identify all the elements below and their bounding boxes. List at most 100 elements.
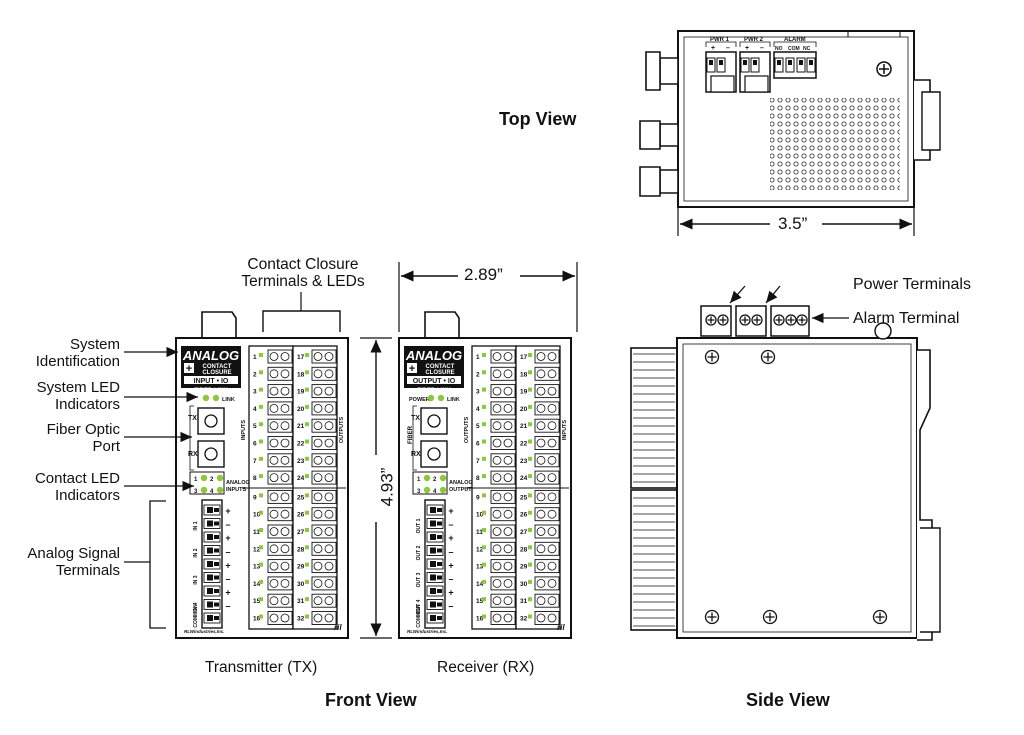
channel-label: OUT 2	[416, 545, 422, 560]
terminal-number: 3	[476, 389, 480, 396]
terminal-opening	[214, 521, 219, 526]
terminal-number: 17	[520, 354, 528, 361]
terminal-led	[528, 439, 532, 444]
terminal-screw-icon	[269, 544, 279, 554]
screw-slot	[707, 612, 717, 622]
link-type: FIBER LINK	[194, 388, 228, 394]
terminal-led	[482, 562, 486, 567]
terminal-led	[482, 456, 486, 461]
badge-plus-icon: +	[186, 363, 192, 375]
terminal-number: 22	[297, 441, 305, 448]
terminal-screw-icon	[536, 473, 546, 483]
terminal-number: 2	[253, 371, 257, 378]
terminal-screw-icon	[269, 421, 279, 431]
terminal-opening	[214, 548, 219, 553]
led-label: LINK	[447, 397, 460, 403]
terminal-screw-icon	[547, 438, 557, 448]
terminal-screw-icon	[313, 403, 323, 413]
terminal-led	[528, 562, 532, 567]
terminal-led	[305, 510, 309, 515]
terminal-number: 20	[520, 406, 528, 413]
terminal-screw	[207, 520, 213, 527]
terminal-screw-icon	[492, 613, 502, 623]
terminal-screw-icon	[313, 455, 323, 465]
top-plug	[710, 75, 735, 93]
power-led	[427, 394, 435, 402]
terminal-number: 30	[297, 581, 305, 588]
screw-slot	[763, 352, 773, 362]
maker-logo: ril	[557, 623, 565, 632]
terminal-screw-icon	[324, 403, 334, 413]
terminal-led	[259, 493, 263, 498]
terminal-number: 28	[520, 546, 528, 553]
terminal-screw-icon	[313, 369, 323, 379]
channel-label: IN 2	[193, 548, 199, 557]
terminal-number: 29	[520, 564, 528, 571]
port-label: TX	[411, 415, 420, 422]
terminal-screw-icon	[536, 455, 546, 465]
terminal-number: 27	[297, 529, 305, 536]
terminal-screw-icon	[503, 455, 513, 465]
terminal-screw-icon	[536, 492, 546, 502]
terminal-screw-icon	[324, 596, 334, 606]
terminal-screw-icon	[324, 421, 334, 431]
terminal-number: 23	[297, 458, 305, 465]
terminal-screw-icon	[269, 438, 279, 448]
badge-plus-box	[184, 363, 194, 373]
terminal-screw-icon	[280, 421, 290, 431]
transmitter-caption: Transmitter (TX)	[205, 659, 318, 676]
terminal-screw-icon	[269, 352, 279, 361]
led-number: 1	[194, 477, 198, 483]
terminal-led	[305, 528, 309, 532]
fiber-label: FIBER	[408, 425, 414, 444]
top-width-dimension: 3.5”	[774, 214, 812, 234]
terminal-screw-icon	[324, 386, 334, 396]
power-connector-tab	[201, 311, 237, 338]
terminal-screw-icon	[324, 438, 334, 448]
callout-fiber-optic: Fiber Optic Port	[10, 421, 120, 455]
terminal-opening	[437, 535, 442, 539]
terminal-screw-icon	[503, 544, 513, 554]
contact-led	[200, 474, 208, 482]
callout-line: Contact LED	[34, 470, 120, 487]
column-label: INPUTS	[562, 420, 568, 441]
terminal-screw-icon	[503, 596, 513, 606]
terminal-led	[528, 353, 532, 357]
mode-strip	[407, 376, 461, 384]
channel-label: IN 3	[193, 575, 199, 584]
front-width-dimension: 2.89”	[460, 265, 507, 285]
terminal-screw-icon	[269, 596, 279, 606]
terminal-led	[482, 510, 486, 515]
front-view-title: Front View	[325, 690, 417, 710]
terminal-led	[305, 422, 309, 427]
terminal-number: 24	[520, 475, 528, 482]
terminal-screw-icon	[492, 527, 502, 536]
terminal-led	[305, 493, 309, 498]
terminal-screw-icon	[280, 369, 290, 379]
terminal-led	[482, 579, 486, 584]
polarity-mark: –	[225, 601, 230, 611]
side-view-drawing	[630, 285, 941, 641]
polarity-mark: +	[225, 533, 230, 543]
terminal-screw-icon	[269, 579, 279, 588]
terminal-screw-icon	[492, 596, 502, 606]
terminal-screw-icon	[313, 473, 323, 483]
terminal-screw-icon	[536, 403, 546, 413]
fiber-bracket	[412, 405, 417, 471]
screw-slot	[787, 316, 795, 324]
terminal-led	[259, 353, 263, 357]
terminal-opening	[214, 562, 219, 566]
terminal-led	[482, 387, 486, 392]
polarity-mark: –	[225, 547, 230, 557]
callout-line: Analog Signal	[27, 545, 120, 562]
led-number: 4	[210, 489, 214, 495]
terminal-number: 10	[253, 512, 261, 519]
terminal-screw-icon	[547, 561, 557, 571]
mode-label: INPUT • IO	[194, 378, 229, 385]
terminal-screw-icon	[503, 403, 513, 413]
terminal-screw-icon	[503, 492, 513, 502]
terminal-screw-icon	[280, 596, 290, 606]
terminal-number: 18	[297, 371, 305, 378]
terminal-number: 1	[253, 354, 257, 361]
